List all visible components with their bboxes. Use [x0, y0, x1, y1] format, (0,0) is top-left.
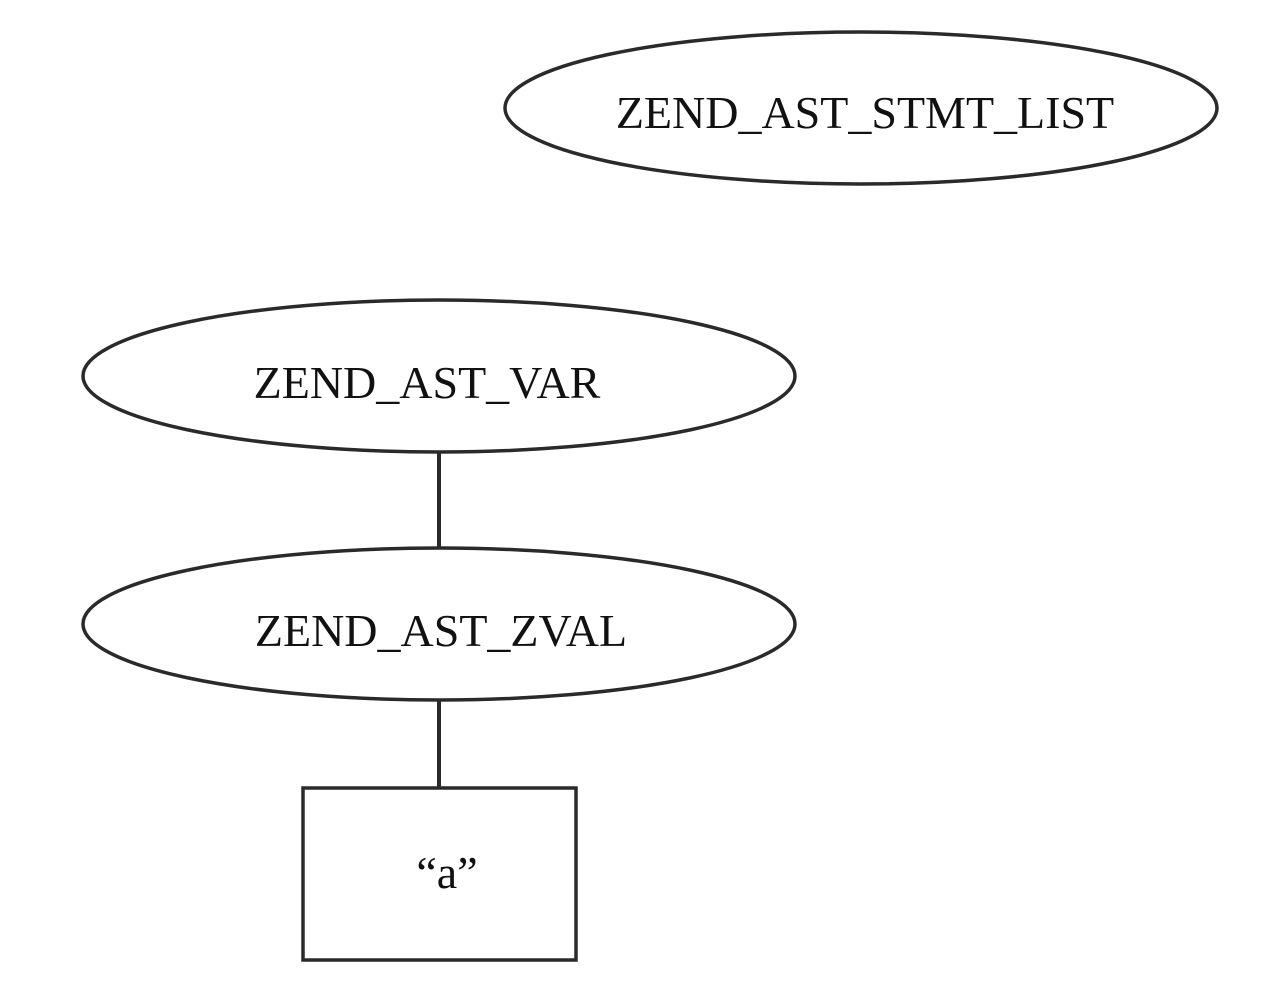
node-value-label: “a”: [416, 847, 477, 898]
node-var-label: ZEND_AST_VAR: [254, 357, 601, 408]
node-zval-ellipse: [81, 546, 797, 702]
node-var: ZEND_AST_VAR: [81, 298, 797, 454]
node-value: “a”: [301, 786, 578, 962]
node-stmt-list-ellipse: [503, 30, 1219, 186]
node-value-box: [301, 786, 578, 962]
node-stmt-list: ZEND_AST_STMT_LIST: [503, 30, 1219, 186]
node-stmt-list-label: ZEND_AST_STMT_LIST: [616, 87, 1114, 138]
node-zval: ZEND_AST_ZVAL: [81, 546, 797, 702]
node-var-ellipse: [81, 298, 797, 454]
node-zval-label: ZEND_AST_ZVAL: [255, 605, 627, 656]
